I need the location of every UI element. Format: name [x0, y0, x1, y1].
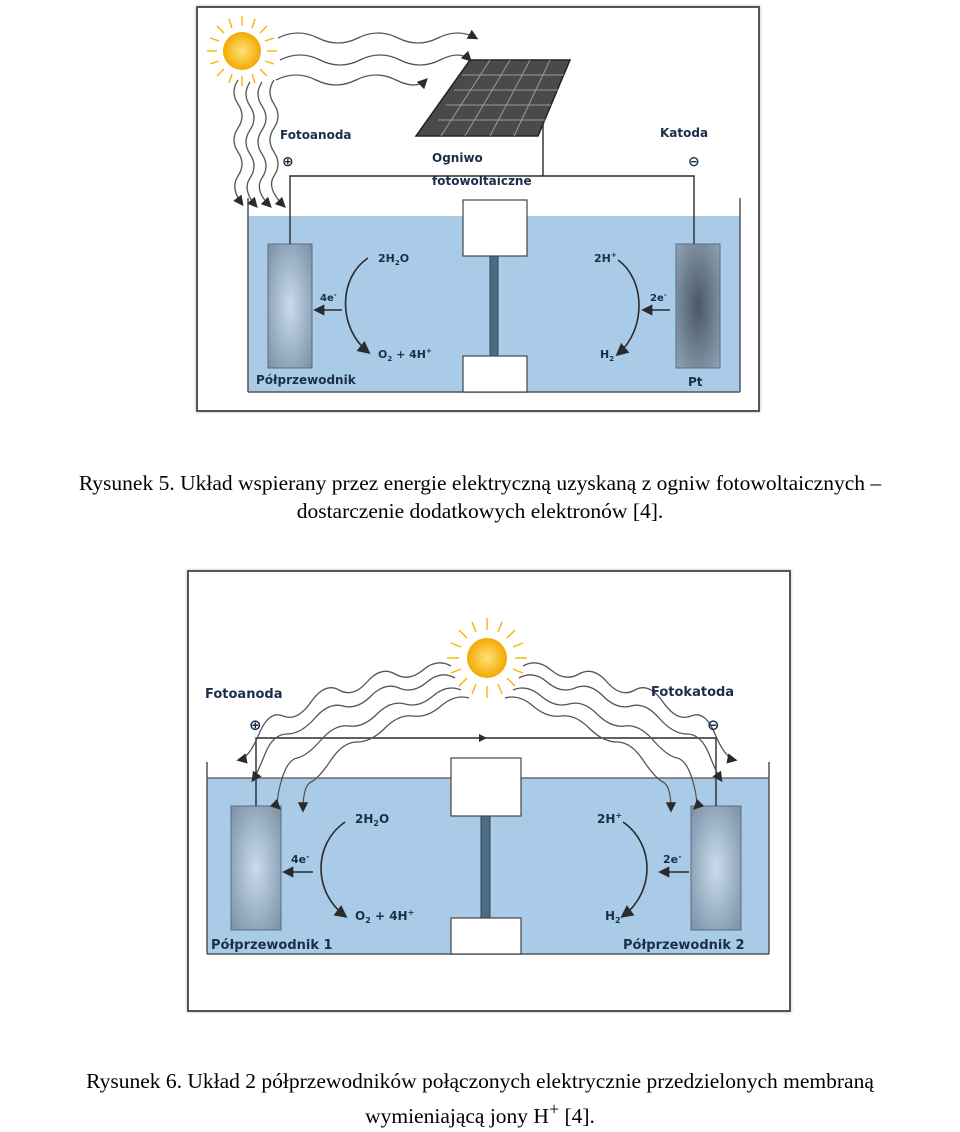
reduction-arrow	[615, 259, 640, 357]
oxidation-arrow	[320, 821, 348, 918]
protons-formula: 2H+	[594, 251, 617, 265]
separator-top	[462, 199, 528, 257]
light-rays-pv	[275, 29, 479, 90]
semiconductor-1-label: Półprzewodnik 1	[211, 938, 333, 953]
hydrogen-formula: H2	[605, 909, 621, 925]
cathode-label: Katoda	[660, 126, 708, 140]
separator-bottom	[450, 917, 522, 955]
sun-icon	[447, 618, 527, 698]
semiconductor-label: Półprzewodnik	[256, 373, 357, 387]
caption-6-line-2-end: [4].	[559, 1104, 595, 1129]
separator-bottom	[462, 355, 528, 393]
electrons-left-label: 4e-	[291, 852, 309, 866]
sun-icon	[207, 16, 277, 86]
water-formula: 2H2O	[378, 252, 409, 267]
photoanode-label: Fotoanoda	[205, 687, 282, 702]
pv-cell-label-1: Ogniwo	[432, 151, 483, 165]
photoanode-electrode	[230, 805, 282, 931]
electrons-right-label: 2e-	[663, 852, 681, 866]
plus-sign: ⊕	[249, 716, 262, 734]
light-rays-right	[504, 662, 738, 813]
photoanode-electrode	[267, 243, 313, 369]
pv-panel	[414, 59, 572, 137]
minus-sign: ⊖	[688, 154, 700, 170]
photoanode-label: Fotoanoda	[280, 128, 352, 142]
plus-sign: ⊕	[282, 154, 294, 170]
minus-sign: ⊖	[707, 716, 720, 734]
pv-cell-label-2: fotowoltaiczne	[432, 174, 532, 188]
photocathode-electrode	[690, 805, 742, 931]
light-rays-left	[236, 662, 470, 813]
current-arrow	[479, 734, 487, 742]
external-wire	[289, 175, 695, 244]
oxygen-formula: O2 + 4H+	[378, 347, 432, 363]
caption-figure-5: Rysunek 5. Układ wspierany przez energie…	[0, 469, 960, 525]
membrane	[480, 815, 491, 919]
caption-6-line-1: Rysunek 6. Układ 2 półprzewodników połąc…	[86, 1069, 874, 1093]
figure-1: Fotoanoda ⊕ Katoda ⊖ Ogniwo fotowoltaicz…	[196, 6, 760, 412]
electrons-left-label: 4e-	[320, 291, 337, 304]
caption-6-superscript: +	[548, 1099, 560, 1119]
caption-6-line-2: wymieniającą jony H+ [4].	[0, 1095, 960, 1130]
electrons-right-label: 2e-	[650, 291, 667, 304]
caption-5-line-2: dostarczenie dodatkowych elektronów [4].	[296, 499, 664, 523]
caption-6-line-2-text: wymieniającą jony H	[365, 1104, 549, 1129]
platinum-label: Pt	[688, 375, 703, 389]
reduction-arrow	[620, 821, 648, 918]
photocathode-label: Fotokatoda	[651, 685, 734, 700]
protons-formula: 2H+	[597, 811, 622, 826]
light-rays-anode	[233, 79, 286, 208]
oxidation-arrow	[344, 257, 371, 355]
figure-2-diagram: Fotoanoda ⊕ Fotokatoda ⊖ 2H2O O2 + 4H+ 4…	[205, 618, 770, 955]
hydrogen-formula: H2	[600, 348, 614, 363]
caption-figure-6: Rysunek 6. Układ 2 półprzewodników połąc…	[0, 1067, 960, 1130]
water-formula: 2H2O	[355, 812, 389, 828]
membrane	[489, 255, 499, 357]
separator-top	[450, 757, 522, 817]
figure-1-diagram: Fotoanoda ⊕ Katoda ⊖ Ogniwo fotowoltaicz…	[207, 16, 741, 393]
semiconductor-2-label: Półprzewodnik 2	[623, 938, 745, 953]
cathode-electrode	[675, 243, 721, 369]
figure-2: Fotoanoda ⊕ Fotokatoda ⊖ 2H2O O2 + 4H+ 4…	[187, 570, 791, 1012]
caption-5-line-1: Rysunek 5. Układ wspierany przez energie…	[78, 471, 882, 495]
oxygen-formula: O2 + 4H+	[355, 908, 414, 925]
